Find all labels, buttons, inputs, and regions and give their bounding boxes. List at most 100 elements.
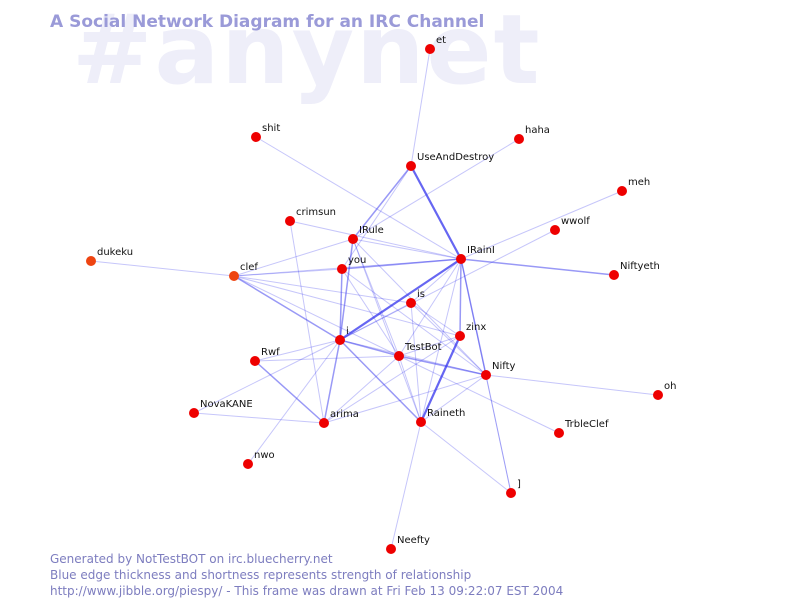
node-oh: oh — [653, 381, 676, 400]
node-label: shit — [262, 123, 280, 134]
node-Raineth: Raineth — [416, 408, 465, 427]
channel-watermark: #anynet — [72, 0, 542, 106]
node-arima: arima — [319, 409, 359, 428]
node-IRainI: IRainI — [456, 245, 495, 264]
node-TrbleClef: TrbleClef — [554, 419, 609, 438]
edge-clef-is — [233, 275, 412, 304]
node-dot — [285, 216, 295, 226]
edge-IRainI-zinx — [459, 258, 462, 337]
node-label: TrbleClef — [564, 419, 609, 430]
node-J: ] — [506, 479, 521, 498]
footer-timestamp: http://www.jibble.org/piespy/ - This fra… — [50, 584, 564, 598]
edge-TestBot-Raineth — [398, 355, 422, 423]
node-nwo: nwo — [243, 450, 275, 469]
edge-is-Nifty — [410, 302, 487, 376]
edge-wwolf-i — [339, 229, 556, 341]
node-dot — [506, 488, 516, 498]
edge-TestBot-TrbleClef — [398, 355, 560, 434]
edge-zinx-TestBot — [398, 335, 461, 357]
edge-UseAndDestroy-IRule — [352, 165, 412, 240]
edge-i-Raineth — [339, 339, 422, 423]
node-label: is — [417, 289, 425, 300]
node-label: you — [348, 255, 366, 266]
node-label: oh — [664, 381, 676, 392]
edge-IRule-TestBot — [352, 238, 400, 357]
node-dot — [653, 390, 663, 400]
diagram-title: A Social Network Diagram for an IRC Chan… — [50, 12, 485, 32]
node-label: i — [346, 326, 349, 337]
node-dot — [550, 225, 560, 235]
node-you: you — [337, 255, 366, 274]
node-dukeku: dukeku — [86, 247, 133, 266]
node-dot — [416, 417, 426, 427]
node-label: TestBot — [404, 342, 442, 353]
edge-IRainI-is — [410, 258, 462, 304]
node-dot — [189, 408, 199, 418]
node-label: Raineth — [427, 408, 465, 419]
node-dot — [554, 428, 564, 438]
node-zinx: zinx — [455, 322, 486, 341]
edge-Nifty-J — [485, 374, 512, 494]
edge-zinx-arima — [323, 335, 461, 424]
edge-IRule-i — [339, 238, 354, 341]
edge-IRainI-Niftyeth — [460, 258, 615, 276]
node-IRule: IRule — [348, 225, 384, 244]
edge-dukeku-clef — [90, 260, 235, 277]
node-et: et — [425, 35, 446, 54]
edge-clef-you — [233, 268, 343, 277]
node-Rwf: Rwf — [250, 347, 280, 366]
node-label: Niftyeth — [620, 261, 660, 272]
node-dot — [335, 335, 345, 345]
edge-IRule-clef — [233, 238, 354, 277]
node-label: Rwf — [261, 347, 280, 358]
edge-arima-TestBot — [323, 355, 400, 424]
node-label: meh — [628, 177, 650, 188]
node-label: IRule — [359, 225, 384, 236]
node-TestBot: TestBot — [394, 342, 442, 361]
edge-UseAndDestroy-IRainI — [410, 165, 462, 260]
node-label: UseAndDestroy — [417, 152, 494, 163]
node-dot — [229, 271, 239, 281]
node-dot — [609, 270, 619, 280]
node-dot — [337, 264, 347, 274]
node-Niftyeth: Niftyeth — [609, 261, 660, 280]
node-dot — [406, 161, 416, 171]
node-haha: haha — [514, 125, 550, 144]
edge-Rwf-arima — [254, 360, 325, 424]
node-label: wwolf — [561, 216, 590, 227]
edge-Nifty-Raineth — [420, 374, 487, 423]
node-dot — [481, 370, 491, 380]
node-label: arima — [330, 409, 359, 420]
edge-UseAndDestroy-you — [341, 165, 412, 270]
node-is: is — [406, 289, 425, 308]
edge-shit-IRainI — [255, 136, 462, 260]
edge-i-NovaKANE — [193, 339, 341, 414]
edge-Rwf-TestBot — [254, 355, 400, 362]
node-label: zinx — [466, 322, 486, 333]
node-dot — [243, 459, 253, 469]
edge-et-UseAndDestroy — [410, 48, 431, 167]
edge-IRainI-i — [339, 258, 462, 341]
node-dot — [251, 132, 261, 142]
edge-is-Raineth — [410, 302, 422, 423]
node-layer: ethahashitUseAndDestroymehcrimsunwwolfIR… — [86, 35, 676, 554]
node-clef: clef — [229, 262, 258, 281]
edge-IRainI-Raineth — [420, 258, 462, 423]
edge-clef-i — [233, 275, 341, 341]
node-label: dukeku — [97, 247, 133, 258]
node-dot — [319, 418, 329, 428]
edge-arima-Nifty — [323, 374, 487, 424]
edge-IRainI-you — [341, 258, 462, 270]
node-dot — [86, 256, 96, 266]
edge-TestBot-Nifty — [398, 355, 487, 376]
edge-IRule-Raineth — [352, 238, 422, 423]
node-Nifty: Nifty — [481, 361, 516, 380]
edge-i-arima — [323, 339, 341, 424]
node-label: clef — [240, 262, 258, 273]
edge-haha-IRule — [352, 138, 520, 240]
edge-meh-IRainI — [460, 190, 623, 260]
node-dot — [514, 134, 524, 144]
node-dot — [456, 254, 466, 264]
edge-IRainI-Nifty — [460, 258, 487, 376]
